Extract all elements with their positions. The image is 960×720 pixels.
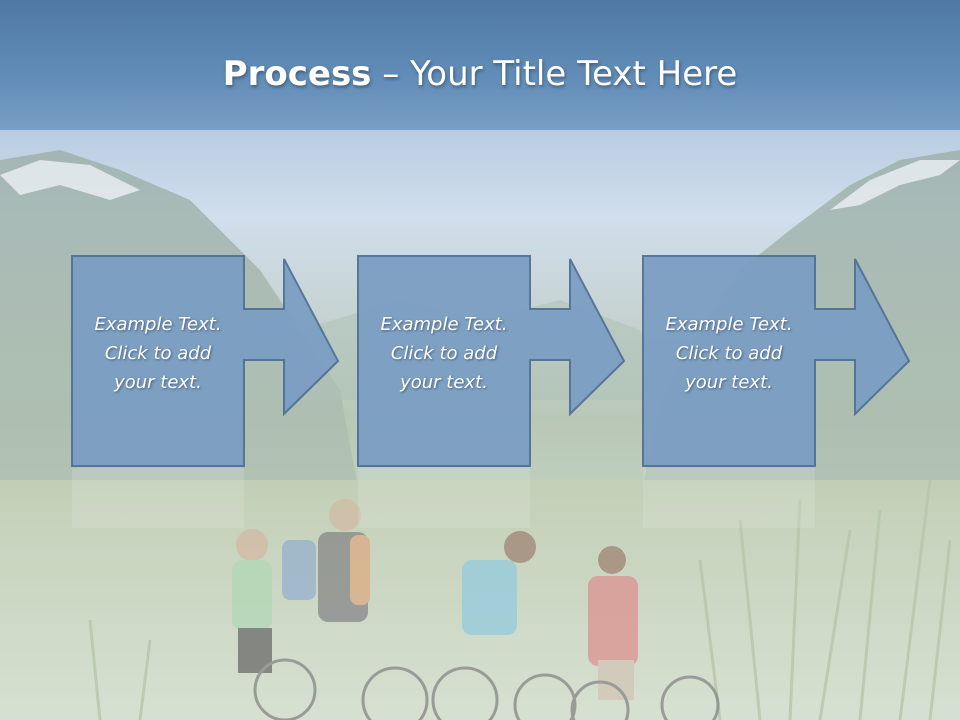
right-snow (830, 160, 960, 210)
title-rest: – Your Title Text Here (382, 54, 738, 94)
step-text-line-2: Click to add (104, 343, 212, 364)
title-bold: Process (222, 54, 372, 94)
arrow-box-shape (357, 255, 626, 467)
cyclists (232, 499, 720, 720)
step-text[interactable]: Example Text. Click to add your text. (72, 310, 244, 397)
shape-reflections (72, 468, 815, 528)
step-text-line-2: Click to add (675, 343, 783, 364)
slide-title[interactable]: Process – Your Title Text Here (0, 52, 960, 96)
step-text-line-1: Example Text. (665, 314, 793, 335)
step-text-line-1: Example Text. (380, 314, 508, 335)
arrow-box-shape (642, 255, 911, 467)
step-text-line-1: Example Text. (94, 314, 222, 335)
step-text[interactable]: Example Text. Click to add your text. (643, 310, 815, 397)
arrow-box-shape (71, 255, 340, 467)
reeds (88, 479, 952, 720)
left-snow (0, 160, 140, 200)
step-text-line-3: your text. (400, 372, 488, 393)
title-bar (0, 0, 960, 130)
step-text-line-3: your text. (114, 372, 202, 393)
step-text[interactable]: Example Text. Click to add your text. (358, 310, 530, 397)
step-text-line-3: your text. (685, 372, 773, 393)
step-text-line-2: Click to add (390, 343, 498, 364)
